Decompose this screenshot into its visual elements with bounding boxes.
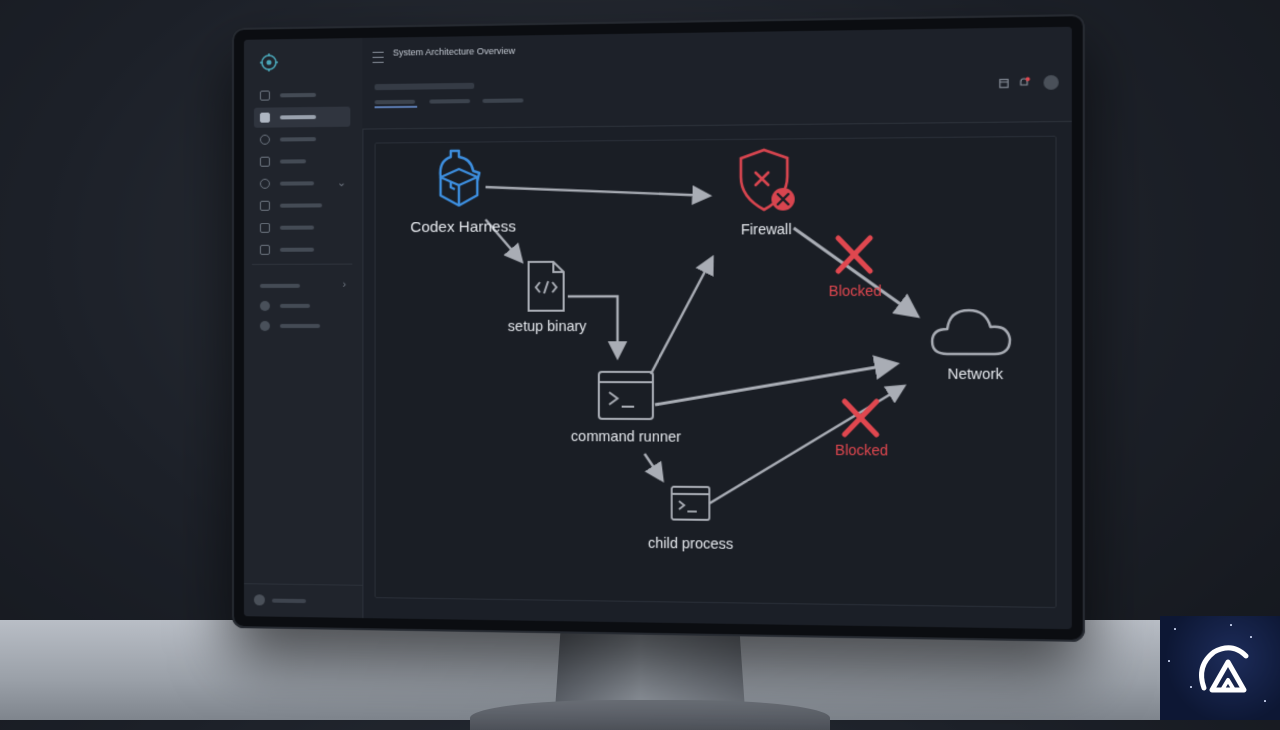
sidebar-section-toggle[interactable]: › (254, 276, 350, 296)
sidebar-item-label (280, 93, 316, 97)
sidebar-item-copy[interactable] (254, 151, 350, 172)
sidebar-item-label (280, 181, 314, 185)
tab-strip (362, 69, 1071, 130)
section-heading-placeholder (375, 83, 475, 90)
copy-icon (260, 157, 270, 167)
sidebar-item-label (280, 115, 316, 119)
node-label-network: Network (948, 365, 1003, 382)
sidebar-item-settings[interactable]: ⌄ (254, 173, 350, 194)
tab-third[interactable] (482, 98, 523, 103)
sidebar-item-label (280, 248, 314, 252)
tab-overview[interactable] (375, 100, 416, 105)
star-dot (1264, 700, 1266, 702)
tab-second[interactable] (429, 99, 470, 104)
document-icon (260, 245, 270, 255)
edge-runner-to-child (645, 454, 662, 479)
brand-logo-badge (1160, 616, 1280, 720)
bell-icon[interactable] (1019, 76, 1031, 88)
app-window: ⌄ › (244, 27, 1072, 629)
sidebar-item-label (280, 226, 314, 230)
gear-box-icon (440, 151, 479, 206)
sidebar-item-docs[interactable] (254, 239, 350, 259)
menu-icon[interactable] (373, 52, 384, 63)
sidebar-section-label (260, 284, 300, 288)
status-dot-icon (260, 301, 270, 311)
sidebar-item-users[interactable] (254, 129, 350, 150)
chevron-down-icon: ⌄ (337, 176, 346, 189)
shield-x-icon (741, 150, 795, 211)
sidebar-item-channel-1[interactable] (254, 296, 350, 316)
edge-firewall-to-network-blocked (794, 227, 915, 314)
sidebar-item-label (280, 137, 316, 141)
blocked-x-icon (838, 238, 870, 271)
avatar[interactable] (1044, 75, 1059, 90)
blocked-label-firewall-route: Blocked (829, 282, 882, 299)
sidebar-item-label (280, 203, 322, 207)
code-file-icon (529, 262, 564, 311)
terminal-icon (599, 372, 653, 419)
sidebar-item-home[interactable] (254, 84, 350, 105)
app-logo-icon[interactable] (258, 51, 280, 73)
sidebar-item-list[interactable] (254, 217, 350, 238)
node-label-firewall: Firewall (741, 221, 792, 238)
user-name-placeholder (272, 599, 306, 604)
edge-runner-to-network (655, 364, 894, 406)
grid-icon (260, 113, 270, 123)
cloud-icon (932, 310, 1010, 354)
architecture-diagram: Codex Harness Firewall setup binary (376, 137, 1069, 597)
list-icon (260, 223, 270, 233)
status-dot-icon (260, 321, 270, 331)
chevron-right-icon: › (343, 279, 347, 291)
node-label-setup: setup binary (508, 318, 587, 334)
edge-runner-to-firewall (651, 259, 712, 374)
active-tab-indicator (375, 106, 418, 109)
sidebar-item-label (280, 159, 306, 163)
monitor: ⌄ › (232, 14, 1085, 642)
calendar-icon[interactable] (999, 78, 1009, 89)
node-label-runner: command runner (571, 428, 681, 445)
user-avatar[interactable] (254, 594, 265, 605)
sidebar-item-label (280, 304, 310, 308)
page-title: System Architecture Overview (393, 46, 516, 58)
diagram-canvas: Codex Harness Firewall setup binary (375, 136, 1057, 608)
sidebar-item-lab[interactable] (254, 195, 350, 216)
flask-icon (260, 201, 270, 211)
sidebar-item-label (280, 324, 320, 328)
terminal-icon (672, 487, 710, 520)
node-label-harness: Codex Harness (410, 218, 516, 236)
brand-logo-icon (1192, 638, 1256, 702)
sidebar-item-channel-2[interactable] (254, 316, 350, 336)
monitor-base (470, 700, 830, 730)
sidebar: ⌄ › (244, 38, 363, 618)
star-dot (1168, 660, 1170, 662)
sidebar-divider (252, 264, 352, 265)
node-label-child: child process (648, 535, 734, 552)
star-dot (1230, 624, 1232, 626)
sidebar-item-dashboard[interactable] (254, 107, 350, 128)
blocked-label-child-route: Blocked (835, 442, 888, 459)
sidebar-footer[interactable] (244, 583, 362, 618)
users-icon (260, 135, 270, 145)
edge-harness-to-firewall (486, 185, 708, 197)
home-icon (260, 91, 270, 101)
star-dot (1174, 628, 1176, 630)
gear-icon (260, 179, 270, 189)
